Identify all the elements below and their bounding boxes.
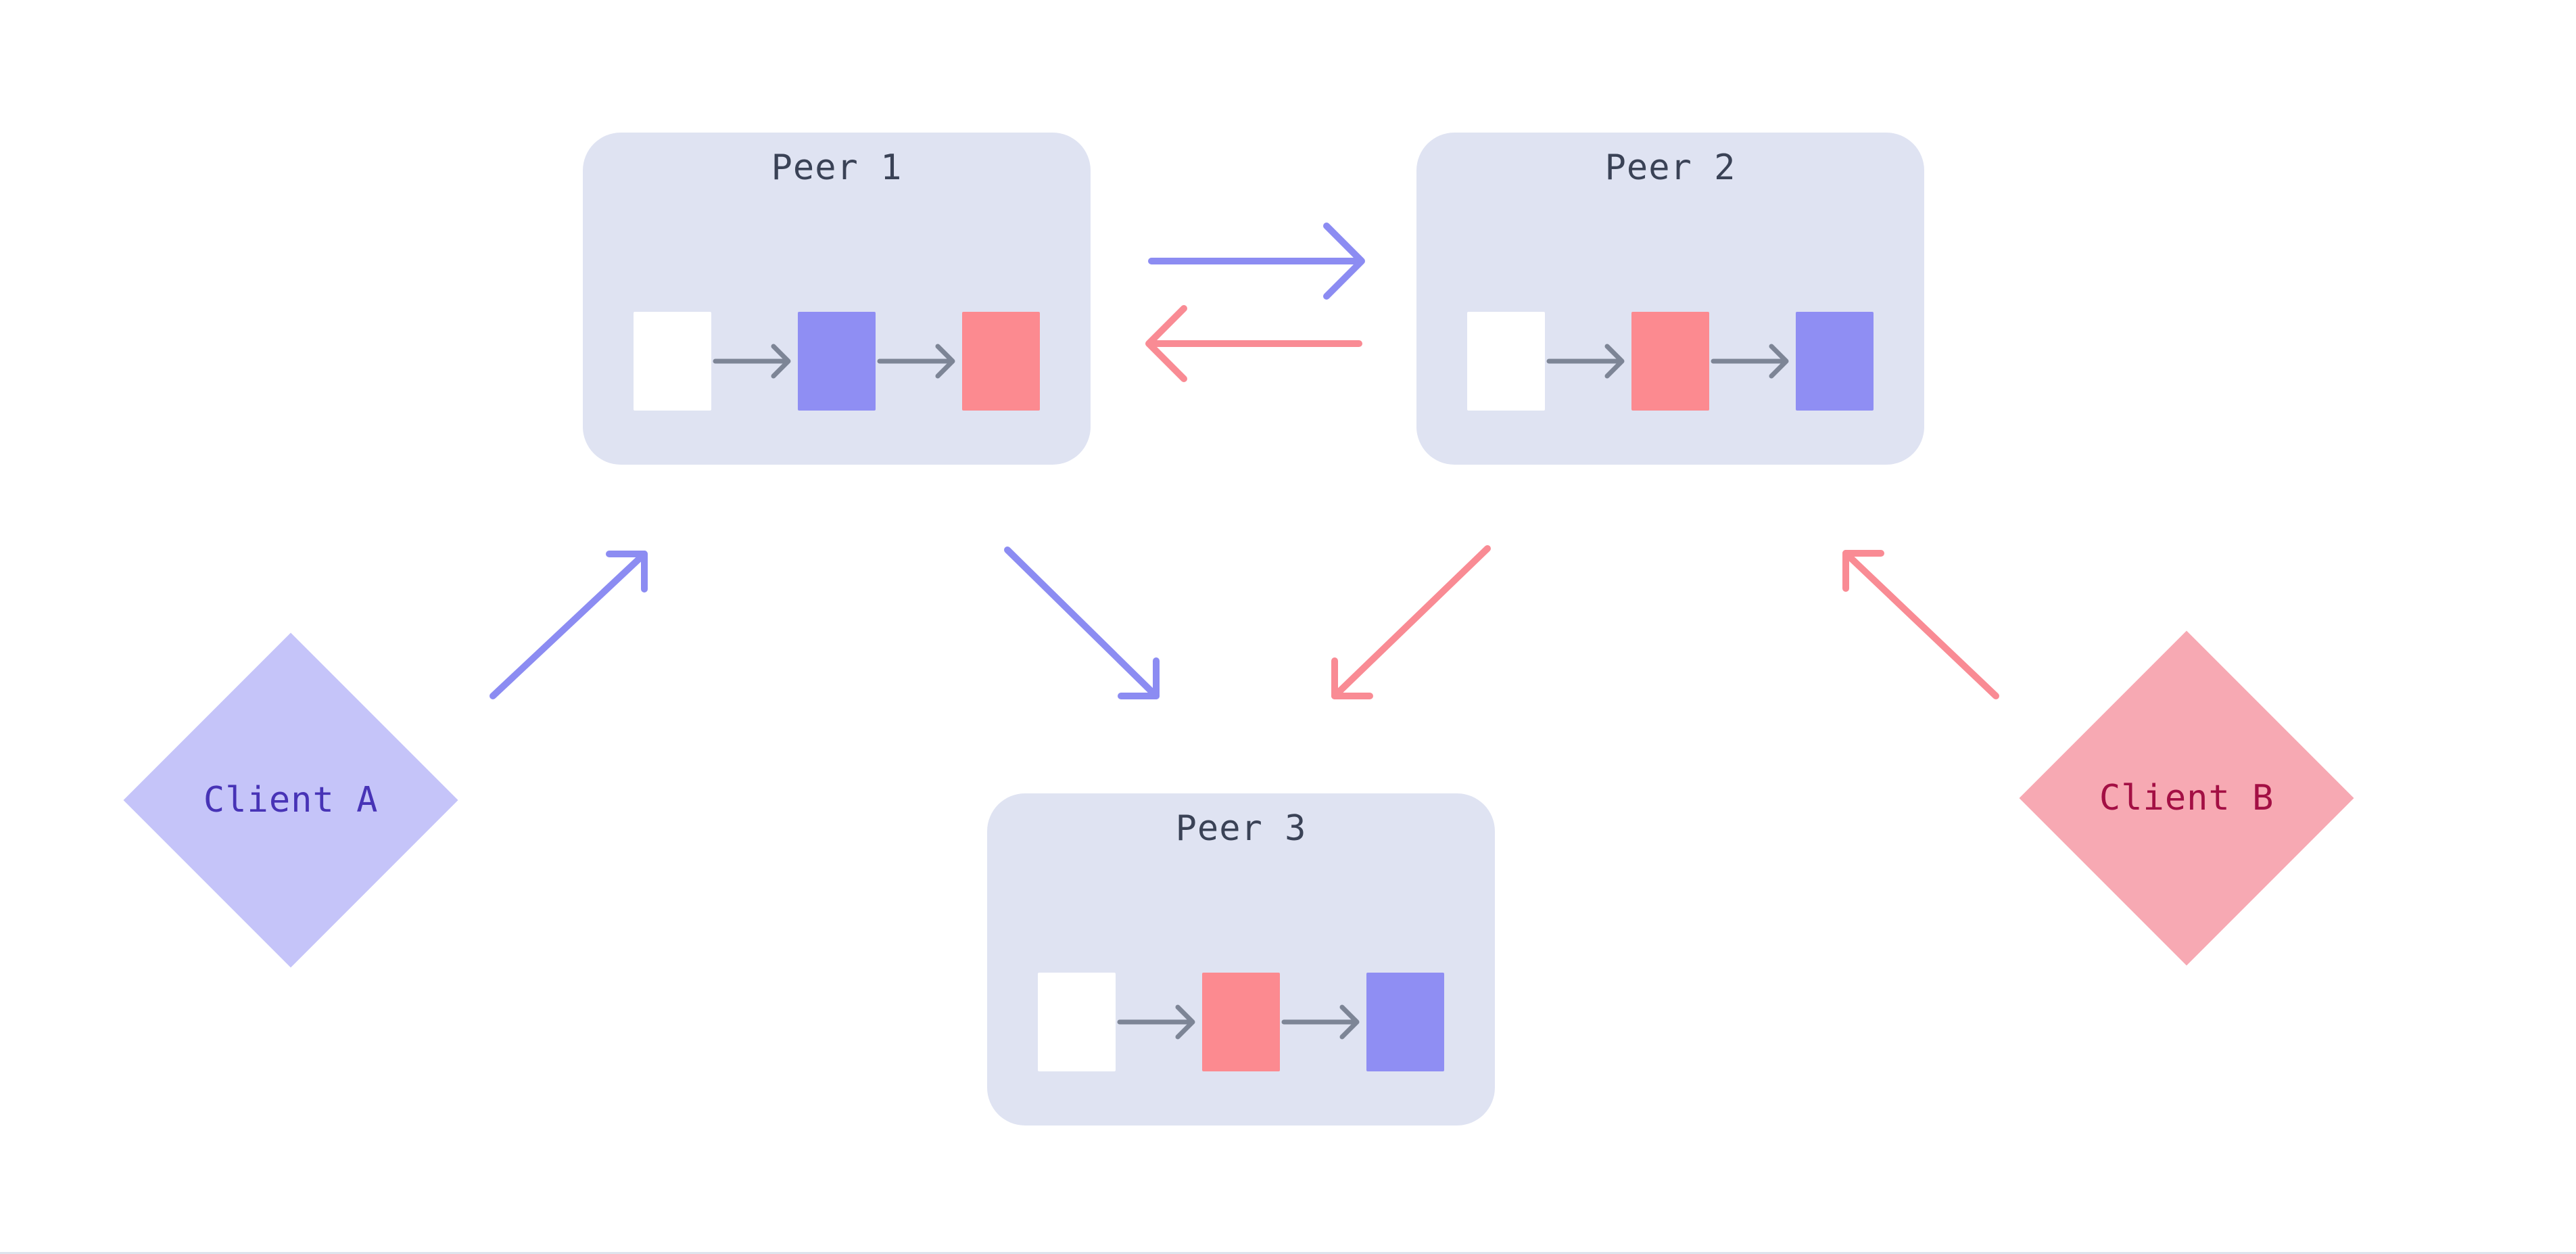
peer-1-title: Peer 1 <box>771 147 903 188</box>
right-arrow-icon <box>1117 1004 1195 1040</box>
right-arrow-icon <box>713 344 791 379</box>
arrow-peer1-to-peer3 <box>1004 547 1160 699</box>
peer-2-card: Peer 2 <box>1416 133 1924 465</box>
right-arrow-icon <box>1711 344 1789 379</box>
peer-3-blocks-row <box>1038 973 1444 1071</box>
peer-3-block-1 <box>1038 973 1116 1071</box>
peer-1-card: Peer 1 <box>583 133 1091 465</box>
right-arrow-icon <box>877 344 955 379</box>
peer-2-block-2 <box>1631 312 1709 411</box>
arrow-client-b-to-peer2 <box>1842 550 1999 699</box>
right-arrow-icon <box>1546 344 1625 379</box>
client-a-diamond: Client A <box>123 632 458 968</box>
right-arrow-icon <box>1281 1004 1360 1040</box>
peer-3-block-3 <box>1366 973 1444 1071</box>
peer-3-title: Peer 3 <box>1175 808 1307 849</box>
client-b-diamond: Client B <box>2019 630 2354 966</box>
arrow-peer2-to-peer1 <box>1145 305 1362 382</box>
peer-2-blocks-row <box>1467 312 1874 411</box>
peer-1-blocks-row <box>634 312 1040 411</box>
arrow-client-a-to-peer1 <box>490 551 648 699</box>
client-b-label: Client B <box>2099 777 2274 818</box>
peer-3-block-2 <box>1202 973 1280 1071</box>
bottom-border-line <box>0 1252 2576 1254</box>
arrow-peer2-to-peer3 <box>1331 545 1491 699</box>
peer-1-block-1 <box>634 312 711 411</box>
client-a-label: Client A <box>203 779 379 820</box>
peer-2-title: Peer 2 <box>1604 147 1736 188</box>
arrow-peer1-to-peer2 <box>1148 223 1365 300</box>
peer-2-block-1 <box>1467 312 1545 411</box>
peer-1-block-3 <box>962 312 1040 411</box>
peer-2-block-3 <box>1796 312 1874 411</box>
peer-3-card: Peer 3 <box>987 793 1495 1125</box>
peer-1-block-2 <box>798 312 876 411</box>
